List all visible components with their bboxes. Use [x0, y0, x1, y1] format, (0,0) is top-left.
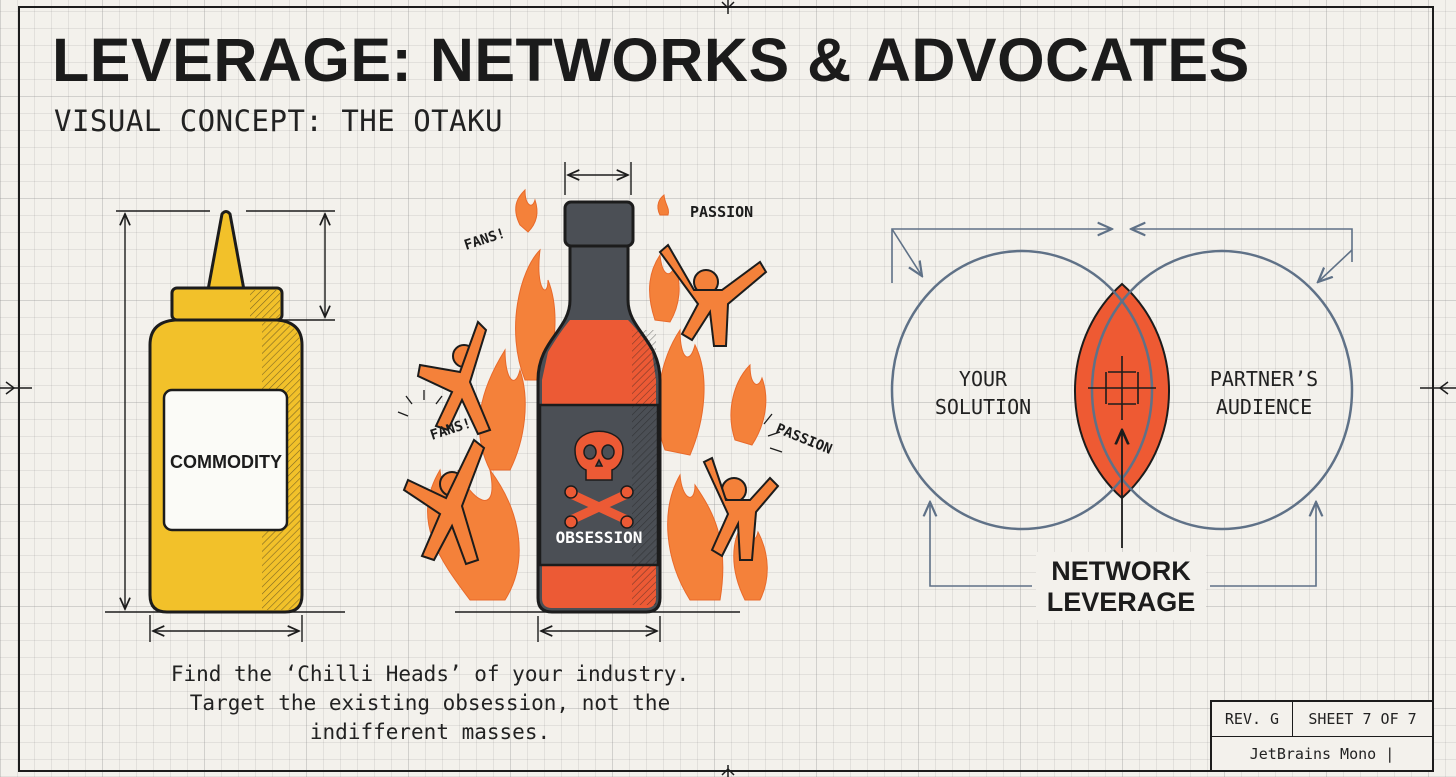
- title-block: REV. G SHEET 7 OF 7 JetBrains Mono |: [1210, 700, 1434, 772]
- caption-line: indifferent masses.: [309, 720, 551, 744]
- caption: Find the ‘Chilli Heads’ of your industry…: [110, 660, 750, 747]
- font-note-cell: JetBrains Mono |: [1249, 745, 1395, 763]
- leverage-label-line2: LEVERAGE: [1047, 587, 1196, 617]
- fan-figure-icon: [402, 243, 780, 566]
- caption-line: Find the ‘Chilli Heads’ of your industry…: [170, 662, 690, 686]
- obsession-scene: OBSESSION FANS! PASSION FANS! PASSION: [397, 162, 835, 642]
- caption-line: Target the existing obsession, not the: [189, 691, 671, 715]
- leverage-label-bg: [1036, 552, 1206, 620]
- motion-lines: [397, 390, 783, 453]
- commodity-bottle: COMMODITY: [105, 210, 345, 642]
- skull-crossbones-icon: [564, 430, 634, 529]
- crosshair-icon: [1088, 356, 1156, 420]
- solution-circle: [890, 249, 1154, 531]
- hot-sauce-bottle: OBSESSION: [536, 200, 662, 614]
- convergence-arrows: [891, 229, 1353, 587]
- audience-label-line1: PARTNER’S: [1210, 367, 1318, 391]
- passion-tag-top: PASSION: [690, 203, 753, 221]
- solution-label-line1: YOUR: [959, 367, 1008, 391]
- commodity-label: COMMODITY: [170, 452, 282, 472]
- solution-label-line2: SOLUTION: [935, 395, 1031, 419]
- fans-tag-top: FANS!: [462, 226, 507, 254]
- page-subtitle: VISUAL CONCEPT: THE OTAKU: [54, 104, 503, 138]
- audience-circle: [1090, 249, 1354, 531]
- network-venn: YOUR SOLUTION PARTNER’S AUDIENCE NETWORK…: [890, 229, 1354, 620]
- passion-tag-right: PASSION: [774, 421, 835, 458]
- revision-cell: REV. G: [1212, 702, 1293, 736]
- audience-label-line2: AUDIENCE: [1216, 395, 1312, 419]
- leverage-label-line1: NETWORK: [1051, 556, 1191, 586]
- obsession-label: OBSESSION: [556, 528, 643, 547]
- page-title: LEVERAGE: NETWORKS & ADVOCATES: [52, 26, 1250, 94]
- sheet-number-cell: SHEET 7 OF 7: [1308, 710, 1417, 728]
